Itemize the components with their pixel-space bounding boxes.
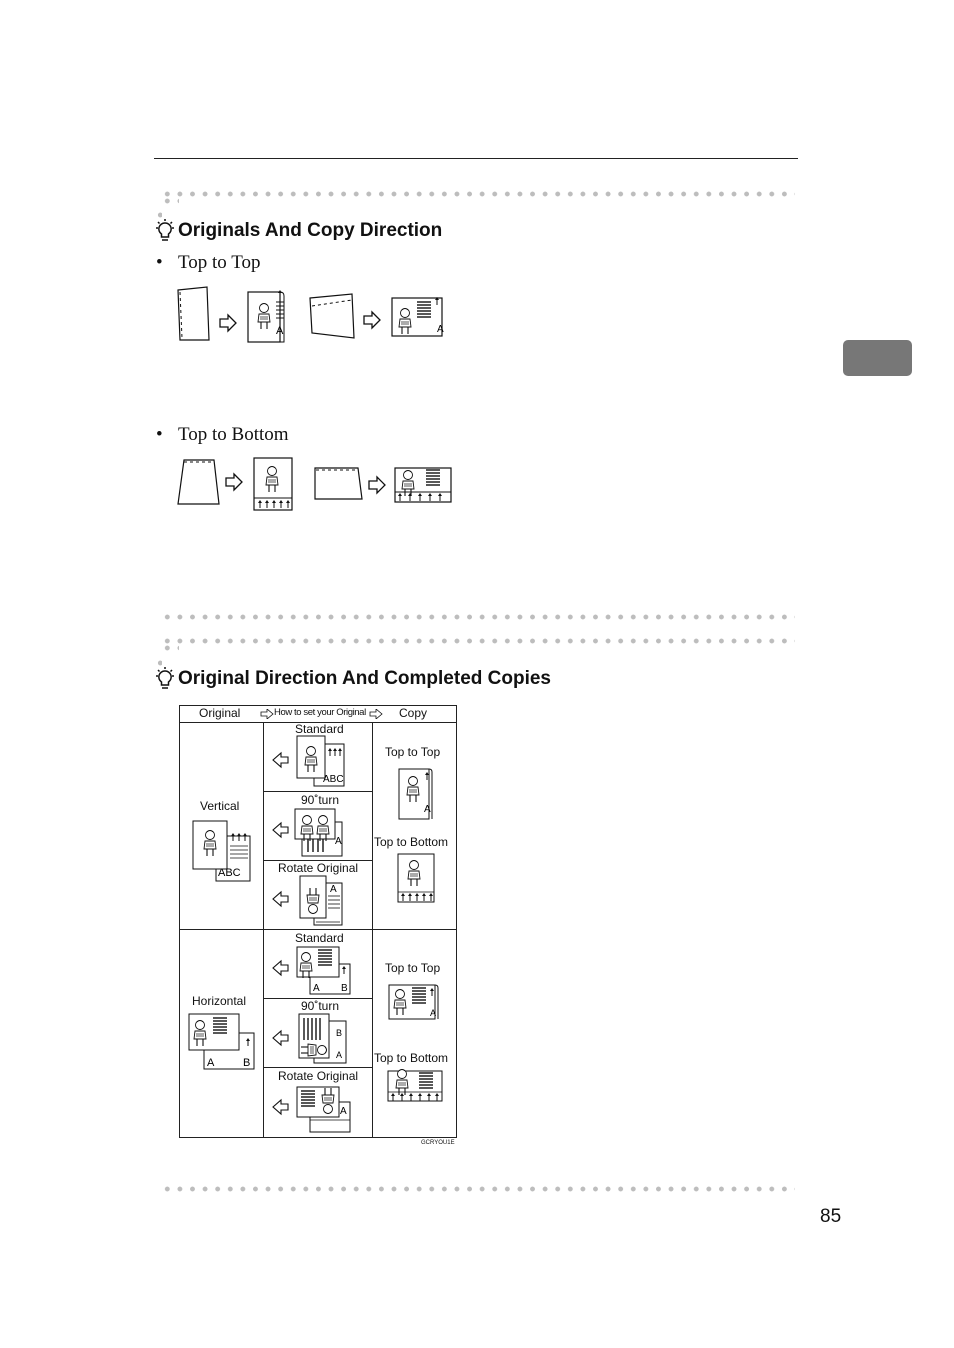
copy-top-to-top: Top to Top xyxy=(385,961,441,975)
dotted-border-corner xyxy=(154,212,162,218)
table-illustrations: ABC ABC A A A xyxy=(188,735,443,1133)
svg-text:A: A xyxy=(335,836,342,847)
option-rotate-original: Rotate Original xyxy=(278,1069,359,1083)
bullet-top-to-bottom: •Top to Bottom xyxy=(156,424,289,445)
dotted-border-corner xyxy=(154,660,162,666)
option-90-turn: 90˚turn xyxy=(301,999,340,1013)
dotted-border-top xyxy=(161,638,795,644)
top-to-bottom-figure xyxy=(177,457,452,511)
svg-text:A: A xyxy=(330,884,337,895)
svg-text:A: A xyxy=(424,804,431,815)
top-to-top-figure: A A xyxy=(177,286,444,343)
table-rule xyxy=(263,791,372,792)
row-label-horizontal: Horizontal xyxy=(192,994,247,1008)
copy-top-to-bottom: Top to Bottom xyxy=(374,835,449,849)
section-heading: Original Direction And Completed Copies xyxy=(154,667,551,691)
svg-text:ABC: ABC xyxy=(323,774,344,785)
svg-text:A: A xyxy=(207,1057,215,1069)
table-rule xyxy=(263,1067,372,1068)
option-standard: Standard xyxy=(295,931,344,945)
page-number: 85 xyxy=(820,1206,842,1227)
svg-text:A: A xyxy=(313,983,320,994)
svg-text:A: A xyxy=(437,324,444,335)
bullet-top-to-top: •Top to Top xyxy=(156,252,261,273)
small-right-arrow-icon xyxy=(260,709,274,719)
row-label-vertical: Vertical xyxy=(200,799,240,813)
dotted-border-corner xyxy=(161,198,179,204)
copy-top-to-top: Top to Top xyxy=(385,745,441,759)
svg-text:B: B xyxy=(341,983,348,994)
header-original: Original xyxy=(199,706,241,720)
table-rule xyxy=(263,998,372,999)
svg-text:A: A xyxy=(336,1050,342,1060)
header-how-to-set: How to set your Original xyxy=(274,707,366,718)
copy-top-to-bottom: Top to Bottom xyxy=(374,1051,449,1065)
lightbulb-icon xyxy=(156,667,174,689)
figure-code: GCRYOU1E xyxy=(421,1140,455,1146)
header-rule xyxy=(154,158,798,159)
section-title: Originals And Copy Direction xyxy=(178,220,443,241)
svg-text:A: A xyxy=(430,1008,436,1018)
section-heading: Originals And Copy Direction xyxy=(154,219,442,243)
dotted-border-top xyxy=(161,191,795,197)
svg-text:ABC: ABC xyxy=(218,867,241,879)
svg-text:B: B xyxy=(336,1028,342,1038)
svg-text:A: A xyxy=(276,325,284,337)
dotted-border-bottom xyxy=(161,614,795,620)
lightbulb-icon xyxy=(156,219,174,241)
table-rule xyxy=(263,860,372,861)
svg-text:A: A xyxy=(340,1106,347,1117)
bullet-label: Top to Bottom xyxy=(178,424,289,445)
bullet-label: Top to Top xyxy=(178,252,261,273)
svg-text:B: B xyxy=(243,1057,250,1069)
section-title: Original Direction And Completed Copies xyxy=(178,668,551,689)
dotted-border-corner xyxy=(161,645,179,651)
table-rule xyxy=(180,722,456,723)
dotted-border-bottom xyxy=(161,1186,795,1192)
small-right-arrow-icon xyxy=(369,709,383,719)
direction-table: Original How to set your Original Copy V… xyxy=(179,705,457,1138)
option-standard: Standard xyxy=(295,722,344,736)
chapter-tab xyxy=(843,340,912,376)
option-rotate-original: Rotate Original xyxy=(278,861,359,875)
option-90-turn: 90˚turn xyxy=(301,793,340,807)
table-rule xyxy=(180,929,456,930)
header-copy: Copy xyxy=(399,706,428,720)
